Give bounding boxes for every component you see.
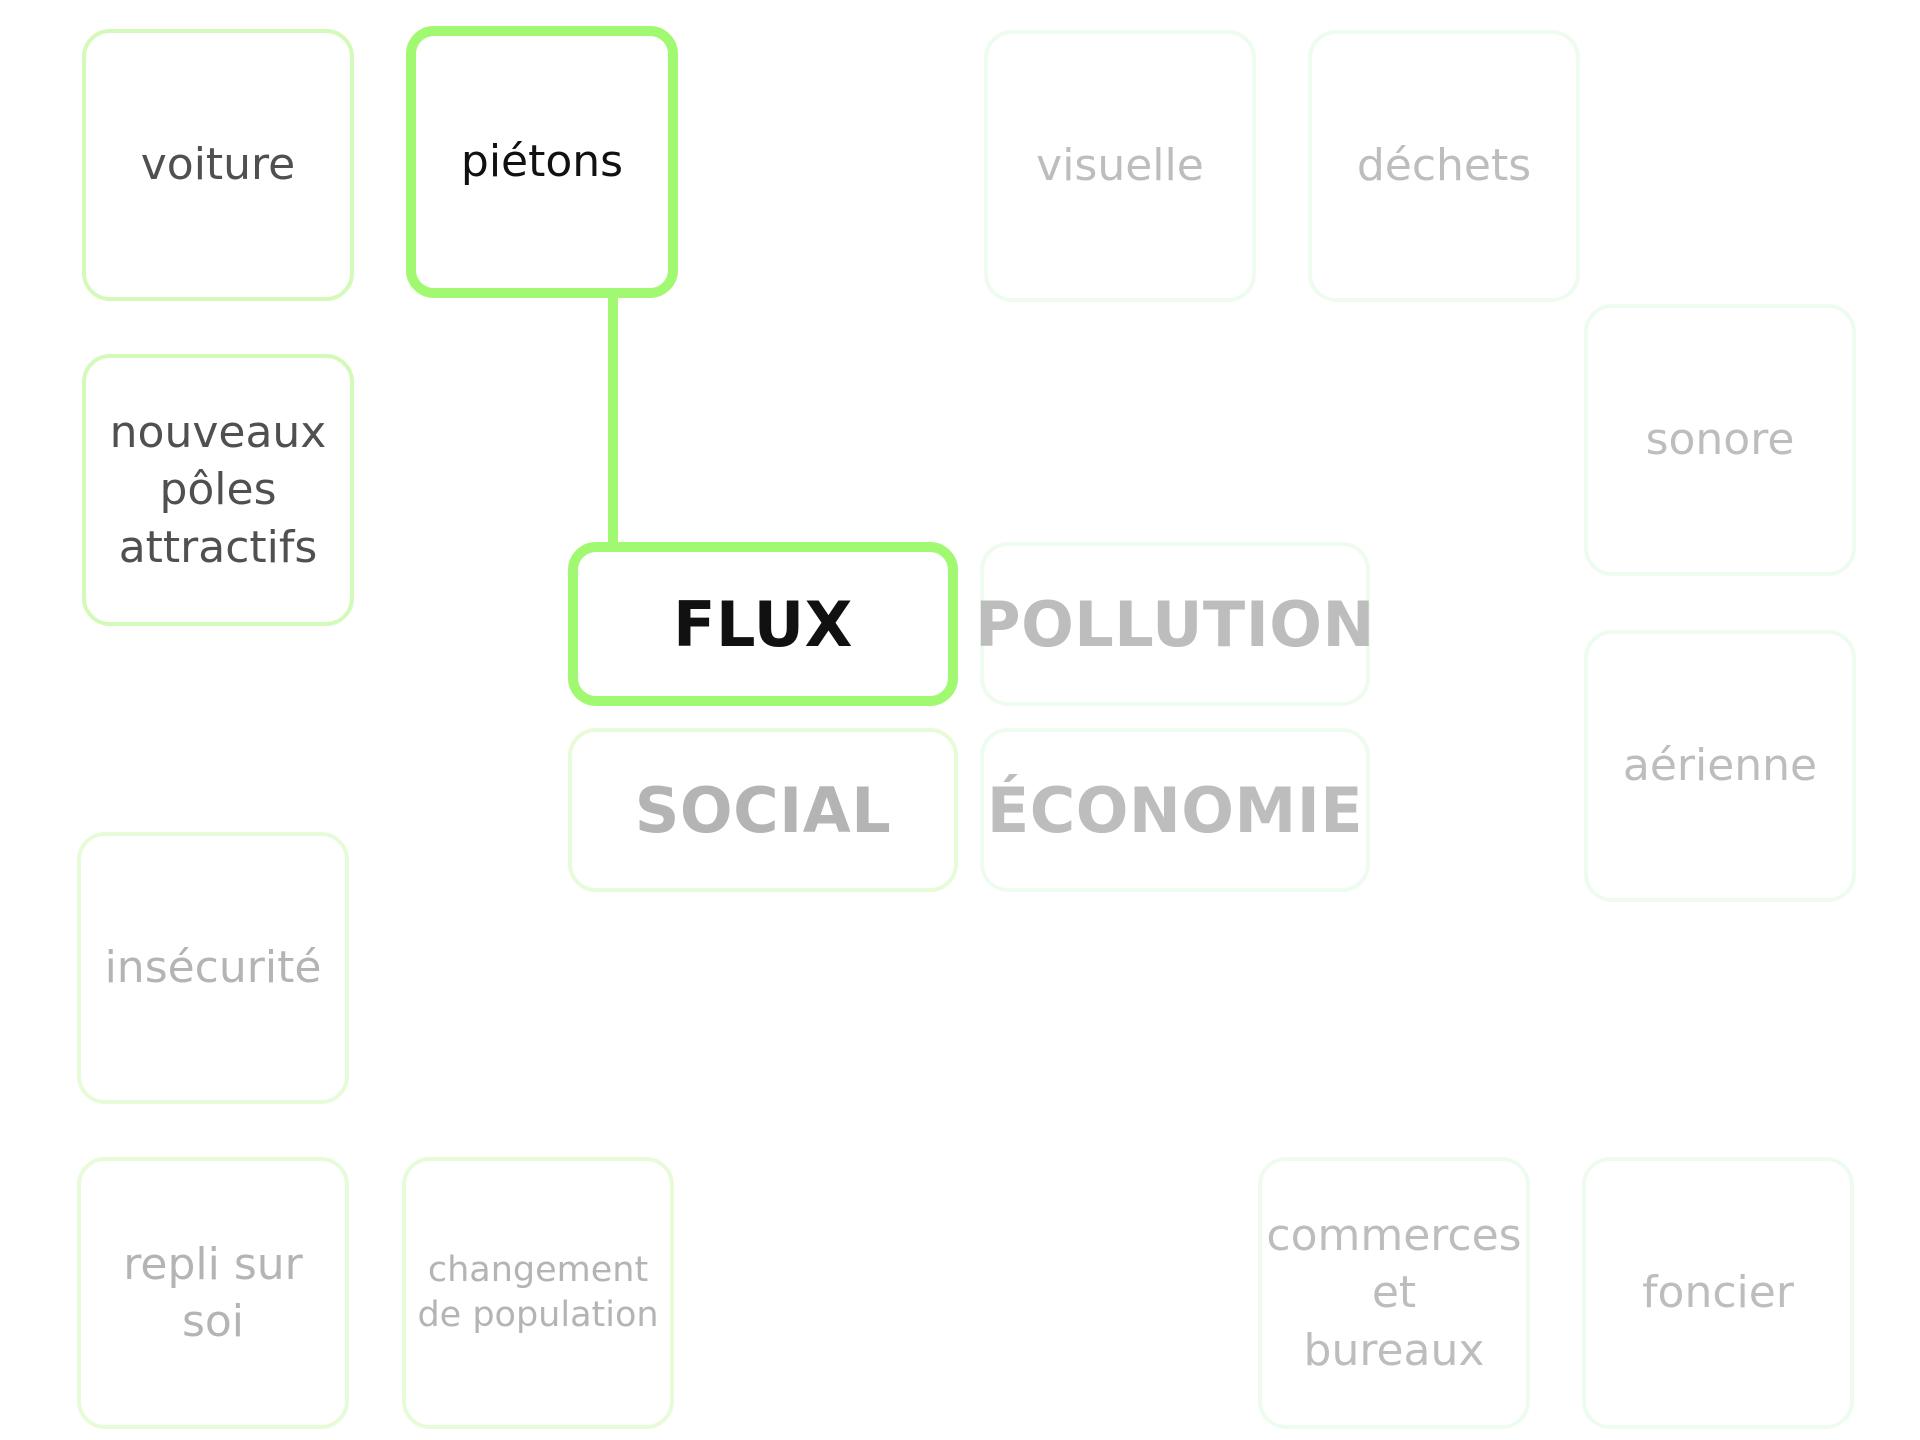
node-changement-de-population[interactable]: changement de population (402, 1157, 674, 1429)
node-visuelle-label: visuelle (1036, 140, 1204, 192)
node-aerienne[interactable]: aérienne (1584, 630, 1856, 902)
node-repli-sur-soi[interactable]: repli sur soi (77, 1157, 349, 1429)
hub-social[interactable]: SOCIAL (568, 728, 958, 892)
node-repli-sur-soi-label: repli sur soi (123, 1238, 303, 1347)
node-changement-de-population-label: changement de population (417, 1249, 659, 1336)
node-visuelle[interactable]: visuelle (984, 30, 1256, 302)
node-pietons-label: piétons (460, 136, 624, 188)
node-sonore-label: sonore (1645, 414, 1795, 466)
hub-flux[interactable]: FLUX (568, 542, 958, 706)
hub-social-label: SOCIAL (634, 773, 892, 847)
node-commerces-et-bureaux[interactable]: commerces et bureaux (1258, 1157, 1530, 1429)
node-aerienne-label: aérienne (1622, 740, 1818, 792)
hub-economie[interactable]: ÉCONOMIE (980, 728, 1370, 892)
node-insecurite-label: insécurité (104, 942, 322, 994)
node-foncier-label: foncier (1642, 1267, 1794, 1319)
node-nouveaux-poles-attractifs-label: nouveaux pôles attractifs (109, 407, 327, 573)
hub-economie-label: ÉCONOMIE (986, 773, 1364, 847)
node-sonore[interactable]: sonore (1584, 304, 1856, 576)
hub-pollution-label: POLLUTION (975, 587, 1375, 661)
hub-flux-label: FLUX (673, 587, 853, 661)
node-dechets[interactable]: déchets (1308, 30, 1580, 302)
node-voiture[interactable]: voiture (82, 29, 354, 301)
node-foncier[interactable]: foncier (1582, 1157, 1854, 1429)
node-nouveaux-poles-attractifs[interactable]: nouveaux pôles attractifs (82, 354, 354, 626)
node-pietons[interactable]: piétons (406, 26, 678, 298)
node-voiture-label: voiture (140, 139, 296, 191)
node-dechets-label: déchets (1356, 140, 1532, 192)
node-insecurite[interactable]: insécurité (77, 832, 349, 1104)
hub-pollution[interactable]: POLLUTION (975, 542, 1374, 706)
node-commerces-et-bureaux-label: commerces et bureaux (1266, 1210, 1522, 1376)
